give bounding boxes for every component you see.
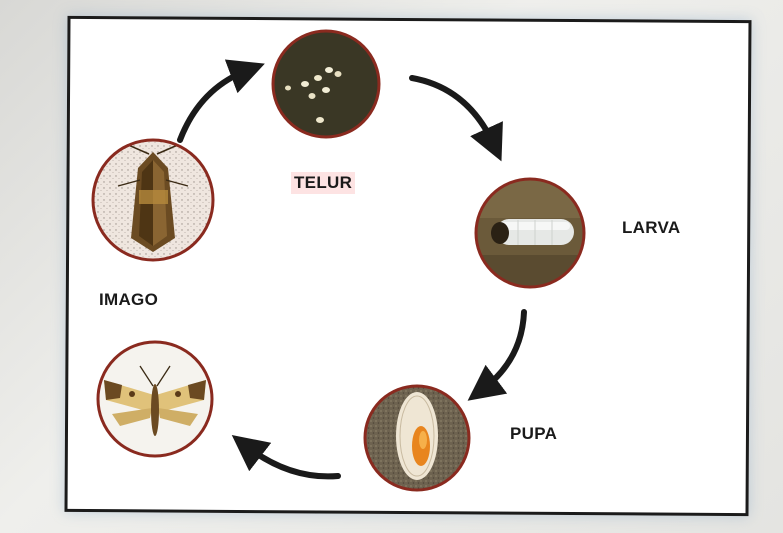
arrow-egg-to-larva	[412, 78, 494, 145]
adult-moth-spread-photo	[96, 340, 214, 458]
stage-label-pupa: PUPA	[510, 424, 557, 444]
adult-moth-photo	[92, 140, 214, 262]
egg-photo	[270, 28, 382, 140]
pupa-photo	[362, 384, 472, 494]
arrow-larva-to-pupa	[482, 312, 524, 390]
stage-label-egg: TELUR	[291, 172, 355, 194]
arrow-imago-to-egg	[180, 70, 248, 140]
stage-label-larva: LARVA	[622, 218, 681, 238]
stage-label-adult: IMAGO	[99, 290, 158, 310]
arrow-pupa-to-moth	[246, 446, 338, 476]
larva-photo	[474, 178, 586, 295]
